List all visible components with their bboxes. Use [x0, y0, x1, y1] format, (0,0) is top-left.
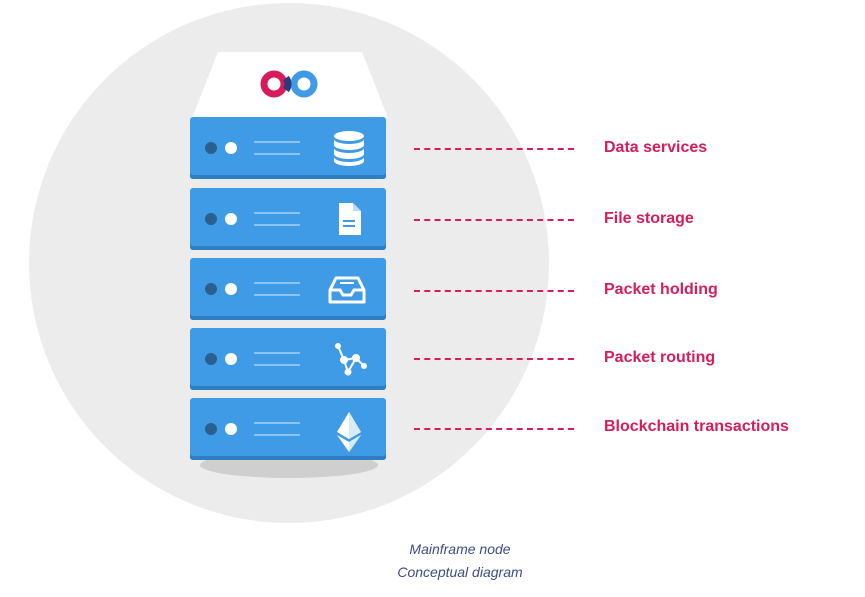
connector-line [414, 358, 574, 360]
file-icon [339, 203, 361, 235]
server-unit-packet-routing [190, 328, 386, 390]
layer-label-data-services: Data services [604, 139, 708, 156]
server-unit-data-services [190, 117, 386, 179]
connector-line [414, 148, 574, 150]
status-led-dark [205, 213, 217, 225]
connector-line [414, 428, 574, 430]
connector-line [414, 219, 574, 221]
layer-label-blockchain-transactions: Blockchain transactions [604, 418, 789, 435]
caption-title: Mainframe node [409, 541, 511, 557]
server-unit-blockchain-transactions [190, 398, 386, 460]
status-led-dark [205, 353, 217, 365]
caption-subtitle: Conceptual diagram [397, 564, 523, 580]
layer-label-packet-routing: Packet routing [604, 349, 716, 366]
ethereum-icon [337, 412, 361, 452]
server-unit-file-storage [190, 188, 386, 250]
vent-line [254, 282, 300, 284]
vent-line [254, 141, 300, 143]
database-icon [334, 131, 364, 166]
server-unit-packet-holding [190, 258, 386, 320]
layer-label-packet-holding: Packet holding [604, 281, 718, 298]
status-led-white [225, 353, 237, 365]
network-nodes-icon [335, 343, 367, 376]
status-led-white [225, 213, 237, 225]
status-led-dark [205, 142, 217, 154]
inbox-tray-icon [328, 276, 366, 304]
brand-logo [260, 70, 318, 98]
status-led-dark [205, 283, 217, 295]
status-led-dark [205, 423, 217, 435]
layer-label-file-storage: File storage [604, 210, 694, 227]
vent-line [254, 294, 300, 296]
vent-line [254, 212, 300, 214]
status-led-white [225, 283, 237, 295]
vent-line [254, 422, 300, 424]
vent-line [254, 434, 300, 436]
status-led-white [225, 142, 237, 154]
vent-line [254, 352, 300, 354]
vent-line [254, 224, 300, 226]
connector-line [414, 290, 574, 292]
vent-line [254, 153, 300, 155]
status-led-white [225, 423, 237, 435]
vent-line [254, 364, 300, 366]
